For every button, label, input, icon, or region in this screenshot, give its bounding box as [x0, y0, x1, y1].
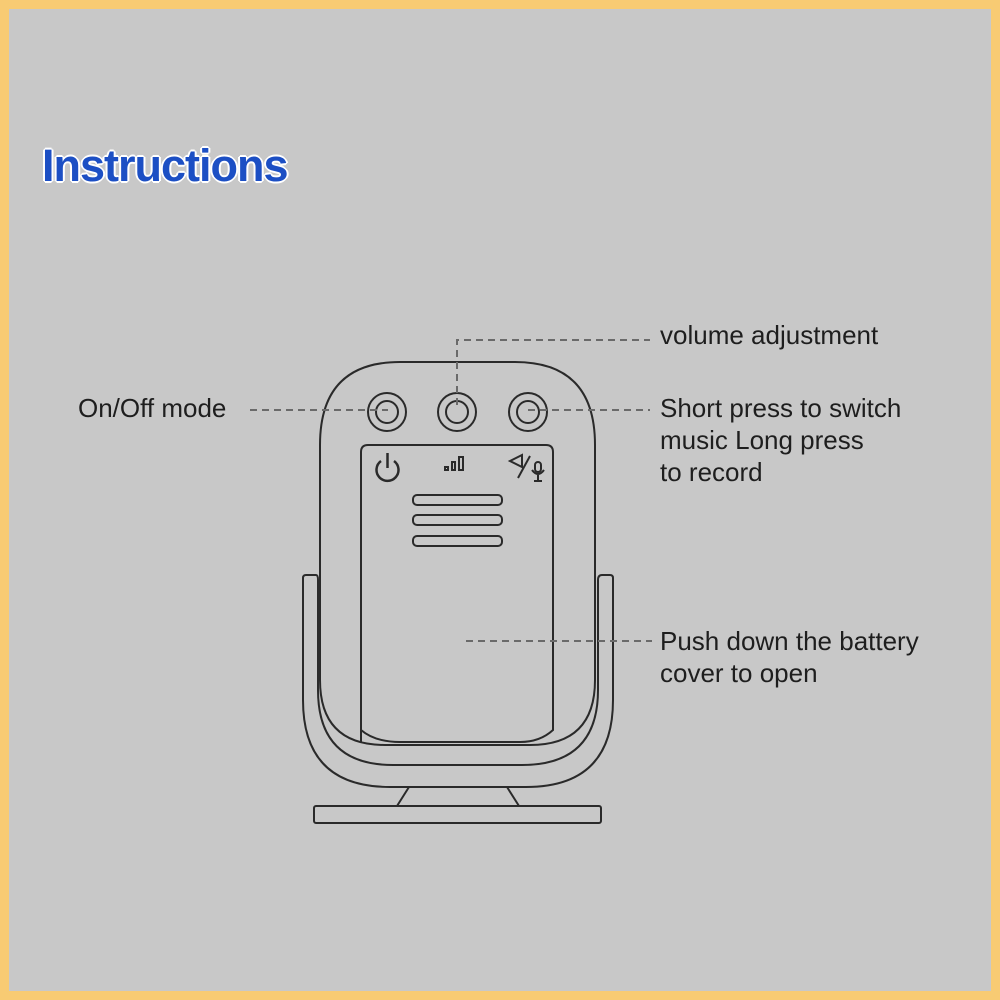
label-line: cover to open — [660, 658, 818, 688]
label-line: Push down the battery — [660, 626, 919, 656]
label-line: music Long press — [660, 425, 864, 455]
vent-slots — [412, 494, 503, 547]
speaker-mic-icon — [507, 453, 545, 482]
label-volume-adjustment: volume adjustment — [660, 320, 879, 350]
leader-lines — [250, 339, 652, 642]
page-title: Instructions — [42, 140, 289, 191]
label-line: to record — [660, 457, 763, 487]
power-icon — [375, 453, 400, 483]
label-short-press: Short press to switch music Long press t… — [660, 392, 901, 488]
stand — [302, 574, 614, 824]
label-on-off-mode: On/Off mode — [78, 393, 227, 423]
signal-bars-icon — [444, 456, 464, 471]
label-line: Short press to switch — [660, 393, 902, 423]
label-battery-cover: Push down the battery cover to open — [660, 625, 919, 689]
battery-cover — [360, 444, 554, 743]
